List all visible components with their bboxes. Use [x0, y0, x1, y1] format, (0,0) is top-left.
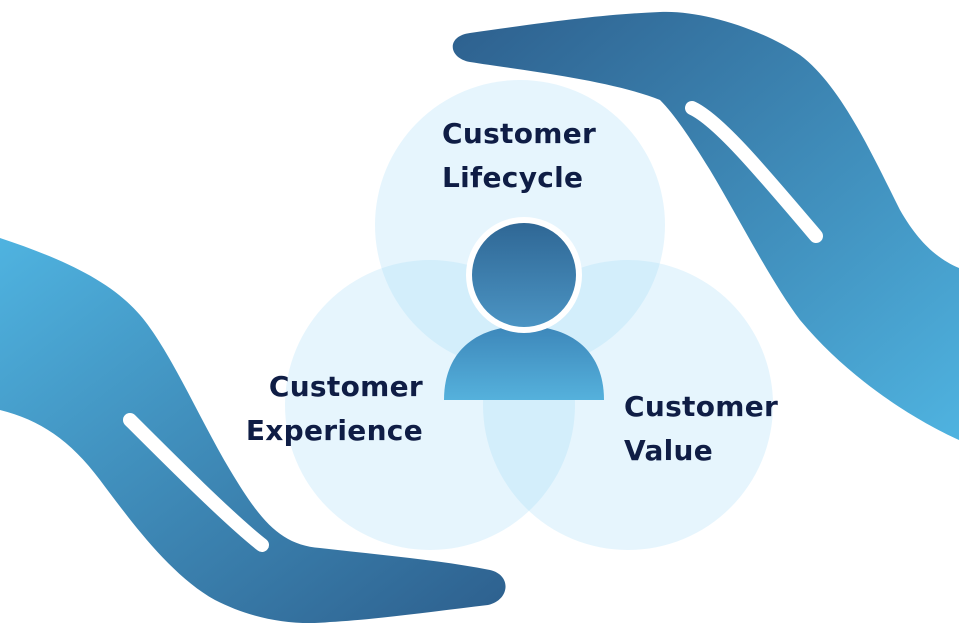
label-customer-lifecycle: Customer Lifecycle [442, 112, 596, 200]
label-line: Customer [442, 117, 597, 150]
person-body [444, 326, 604, 400]
hand-top-right-icon [452, 11, 959, 440]
label-line: Experience [245, 414, 423, 447]
label-line: Value [624, 434, 714, 467]
label-line: Customer [624, 390, 779, 423]
label-customer-experience: Customer Experience [233, 365, 423, 453]
label-line: Customer [268, 370, 423, 403]
label-line: Lifecycle [442, 161, 584, 194]
person-icon [444, 217, 604, 400]
label-customer-value: Customer Value [624, 385, 778, 473]
hand-bottom-left-icon [0, 238, 506, 624]
